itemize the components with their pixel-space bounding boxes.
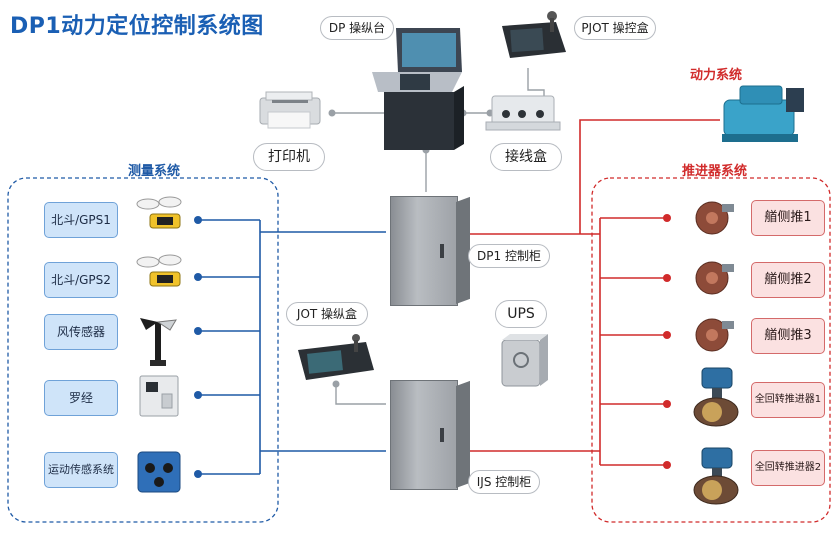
thruster-azimuth-2: 全回转推进器2 [751,450,825,486]
ijs-cabinet-handle [440,428,444,442]
azimuth-thruster-2-device [693,447,739,505]
measurement-dots [194,216,202,478]
junction-box-device [485,95,561,131]
propulsion-system-label: 推进器系统 [682,164,748,179]
dp-console-label: DP 操纵台 [320,16,394,40]
gray-links [332,68,545,405]
measurement-system-frame [7,177,279,523]
power-engine-device [722,85,804,142]
printer-label: 打印机 [253,143,325,171]
motion-sensor-device [137,451,181,493]
sensor-gps1: 北斗/GPS1 [44,202,118,238]
jot-box-label: JOT 操纵盒 [286,302,368,326]
measurement-system-label: 测量系统 [128,164,181,179]
thruster-azimuth-1: 全回转推进器1 [751,382,825,418]
gps1-device [136,196,182,229]
sensor-motion: 运动传感系统 [44,452,118,488]
junction-box-label: 接线盒 [490,143,562,171]
ijs-cabinet-side [456,380,470,488]
tunnel-thruster-3-device [695,318,734,352]
jot-box-device [298,334,374,380]
power-system-label: 动力系统 [690,68,743,83]
dp1-cabinet [390,196,470,308]
ijs-cabinet-label: IJS 控制柜 [468,470,540,494]
pjot-box-label: PJOT 操控盒 [574,16,656,40]
wind-sensor-device [140,318,177,366]
dp1-cabinet-label: DP1 控制柜 [468,244,550,268]
azimuth-thruster-1-device [693,367,739,427]
gps2-device [136,254,182,287]
propulsion-dots [663,214,671,469]
propulsion-system-frame [591,177,831,523]
ups-label: UPS [495,300,547,328]
sensor-wind: 风传感器 [44,314,118,350]
thruster-bow-3: 艏侧推3 [751,318,825,354]
sensor-compass: 罗经 [44,380,118,416]
dp1-cabinet-side [456,196,470,304]
pjot-box-device [502,11,566,58]
printer-device [259,91,321,129]
dp-console-device [372,28,464,150]
ijs-cabinet [390,380,470,492]
propulsion-links [464,119,720,466]
thruster-bow-1: 艏侧推1 [751,200,825,236]
sensor-gps2: 北斗/GPS2 [44,262,118,298]
ijs-cabinet-front [390,380,458,490]
dp1-cabinet-front [390,196,458,306]
measurement-links [198,219,386,475]
compass-device [139,375,179,417]
ups-device [501,334,548,387]
tunnel-thruster-1-device [695,201,734,235]
tunnel-thruster-2-device [695,261,734,295]
diagram-title: DP1动力定位控制系统图 [10,14,264,39]
thruster-bow-2: 艏侧推2 [751,262,825,298]
dp1-cabinet-handle [440,244,444,258]
